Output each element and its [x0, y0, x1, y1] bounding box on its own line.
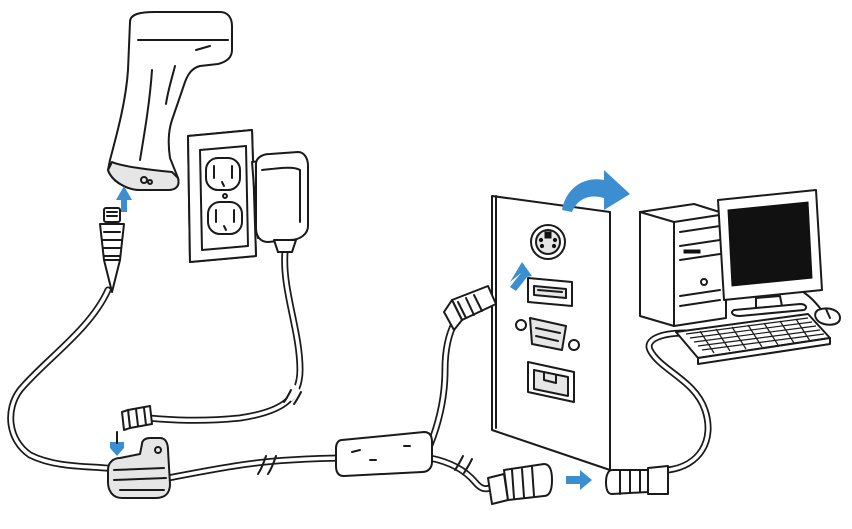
arrow-plug-to-keyboard — [566, 470, 592, 490]
inline-module — [335, 431, 433, 477]
scanner-cable-connector — [99, 207, 125, 293]
ps2-port — [530, 224, 566, 260]
ethernet-port — [527, 361, 575, 403]
mouse — [814, 307, 841, 326]
ps2-plug-to-port — [443, 285, 497, 331]
power-jack — [121, 405, 153, 431]
keyboard — [675, 313, 831, 365]
power-adapter — [251, 151, 309, 253]
arrow-into-scanner — [116, 186, 132, 212]
barcode-scanner — [107, 11, 233, 191]
ps2-keyboard-socket — [605, 465, 669, 495]
y-cable-to-plug — [426, 454, 494, 493]
power-adapter-cable — [144, 248, 304, 424]
interface-cable — [164, 454, 354, 482]
serial-port — [515, 317, 580, 351]
arrow-turn-around-panel — [562, 170, 630, 212]
scanner-cable — [7, 286, 124, 474]
y-cable-to-port — [426, 318, 459, 449]
keyboard-cable — [645, 329, 712, 474]
desktop-computer — [639, 203, 727, 327]
arrow-into-ps2-port — [510, 262, 532, 291]
ps2-keyboard-plug — [487, 463, 553, 505]
monitor — [717, 189, 823, 317]
wall-outlet — [187, 129, 257, 263]
usb-port — [527, 277, 573, 307]
arrow-power-jack — [110, 442, 124, 456]
y-cable-splitter — [107, 437, 171, 499]
